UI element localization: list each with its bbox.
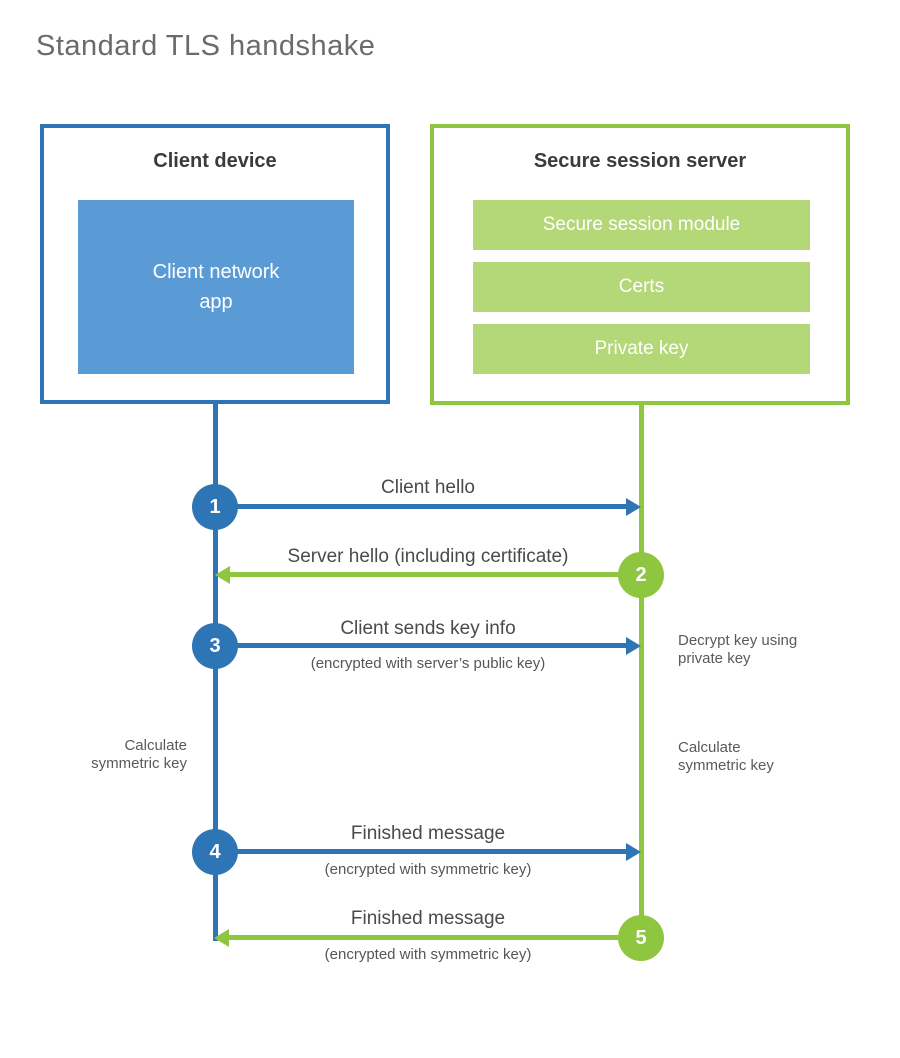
note-calc-right-line1: Calculate: [678, 739, 741, 756]
server-module-private-key: Private key: [473, 324, 810, 374]
step-5-sublabel: (encrypted with symmetric key): [324, 946, 532, 963]
note-calculate-symmetric-key-left: Calculate symmetric key: [47, 737, 187, 773]
step-5-arrowhead-left-icon: [214, 929, 229, 947]
step-4-arrow: [215, 849, 626, 854]
client-network-app-box: Client network app: [78, 200, 354, 374]
note-calc-left-line1: Calculate: [124, 737, 187, 754]
page-title: Standard TLS handshake: [36, 30, 376, 62]
note-decrypt-key-line2: private key: [678, 650, 751, 667]
step-1-badge: 1: [192, 484, 238, 530]
note-calc-left-line2: symmetric key: [91, 755, 187, 772]
step-5-badge: 5: [618, 915, 664, 961]
step-2-badge: 2: [618, 552, 664, 598]
step-3-sublabel: (encrypted with server’s public key): [310, 655, 546, 672]
server-lifeline: [639, 405, 644, 938]
step-2-arrow: [230, 572, 641, 577]
note-decrypt-key-line1: Decrypt key using: [678, 632, 798, 649]
step-3-arrowhead-right-icon: [626, 637, 641, 655]
step-2-label: Server hello (including certificate): [287, 546, 569, 567]
server-module-secure-session: Secure session module: [473, 200, 810, 250]
step-1-arrow: [215, 504, 626, 509]
step-4-label: Finished message: [350, 823, 506, 844]
client-device-box: Client device Client network app: [40, 124, 390, 404]
client-device-title: Client device: [153, 150, 277, 172]
step-5-arrow: [229, 935, 641, 940]
server-module-certs: Certs: [473, 262, 810, 312]
client-lifeline: [213, 404, 218, 941]
step-2-arrowhead-left-icon: [215, 566, 230, 584]
note-calculate-symmetric-key-right: Calculate symmetric key: [678, 739, 828, 775]
client-network-app-label-line2: app: [199, 291, 233, 313]
step-1-label: Client hello: [381, 477, 475, 498]
secure-session-server-box: Secure session server Secure session mod…: [430, 124, 850, 405]
step-4-sublabel: (encrypted with symmetric key): [324, 861, 532, 878]
client-network-app-label-line1: Client network: [152, 261, 280, 283]
step-4-arrowhead-right-icon: [626, 843, 641, 861]
step-3-badge: 3: [192, 623, 238, 669]
step-5-label: Finished message: [350, 908, 506, 929]
secure-session-server-title: Secure session server: [533, 150, 747, 172]
step-4-badge: 4: [192, 829, 238, 875]
step-3-arrow: [215, 643, 626, 648]
note-decrypt-key: Decrypt key using private key: [678, 632, 828, 668]
step-1-arrowhead-right-icon: [626, 498, 641, 516]
step-3-label: Client sends key info: [340, 618, 516, 639]
note-calc-right-line2: symmetric key: [678, 757, 774, 774]
